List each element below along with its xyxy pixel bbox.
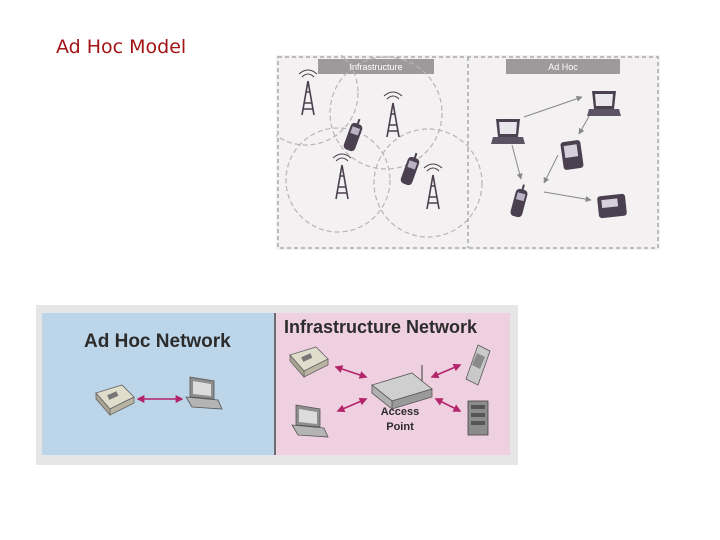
pda-icon	[560, 140, 584, 170]
cell-phone-icon	[509, 183, 530, 219]
access-point-line2: Point	[386, 421, 414, 433]
antenna-tower-icon	[298, 69, 318, 116]
infrastructure-label: Infrastructure	[349, 62, 403, 72]
router-icon	[371, 365, 433, 410]
cell-phone-icon	[465, 344, 491, 386]
access-point-line1: Access	[380, 406, 420, 418]
infrastructure-network-title: Infrastructure Network	[284, 317, 478, 337]
access-point-label: Access Point	[370, 405, 430, 435]
laptop-icon	[491, 119, 525, 144]
slide-title: Ad Hoc Model	[56, 36, 187, 58]
adhoc-network-title: Ad Hoc Network	[84, 331, 231, 352]
laptop-icon	[587, 91, 621, 116]
adhoc-label: Ad Hoc	[548, 62, 578, 72]
antenna-tower-icon	[383, 91, 403, 138]
infrastructure-vs-adhoc-diagram: Infrastructure Ad Hoc	[276, 55, 660, 250]
adhoc-vs-infrastructure-network-diagram: Ad Hoc Network Infrastructure Network Ac…	[36, 305, 518, 465]
cell-phone-icon	[342, 117, 366, 153]
server-tower-icon	[467, 400, 489, 436]
antenna-tower-icon	[423, 163, 443, 210]
antenna-tower-icon	[332, 153, 352, 200]
pager-icon	[597, 193, 627, 219]
cell-phone-icon	[399, 151, 423, 187]
